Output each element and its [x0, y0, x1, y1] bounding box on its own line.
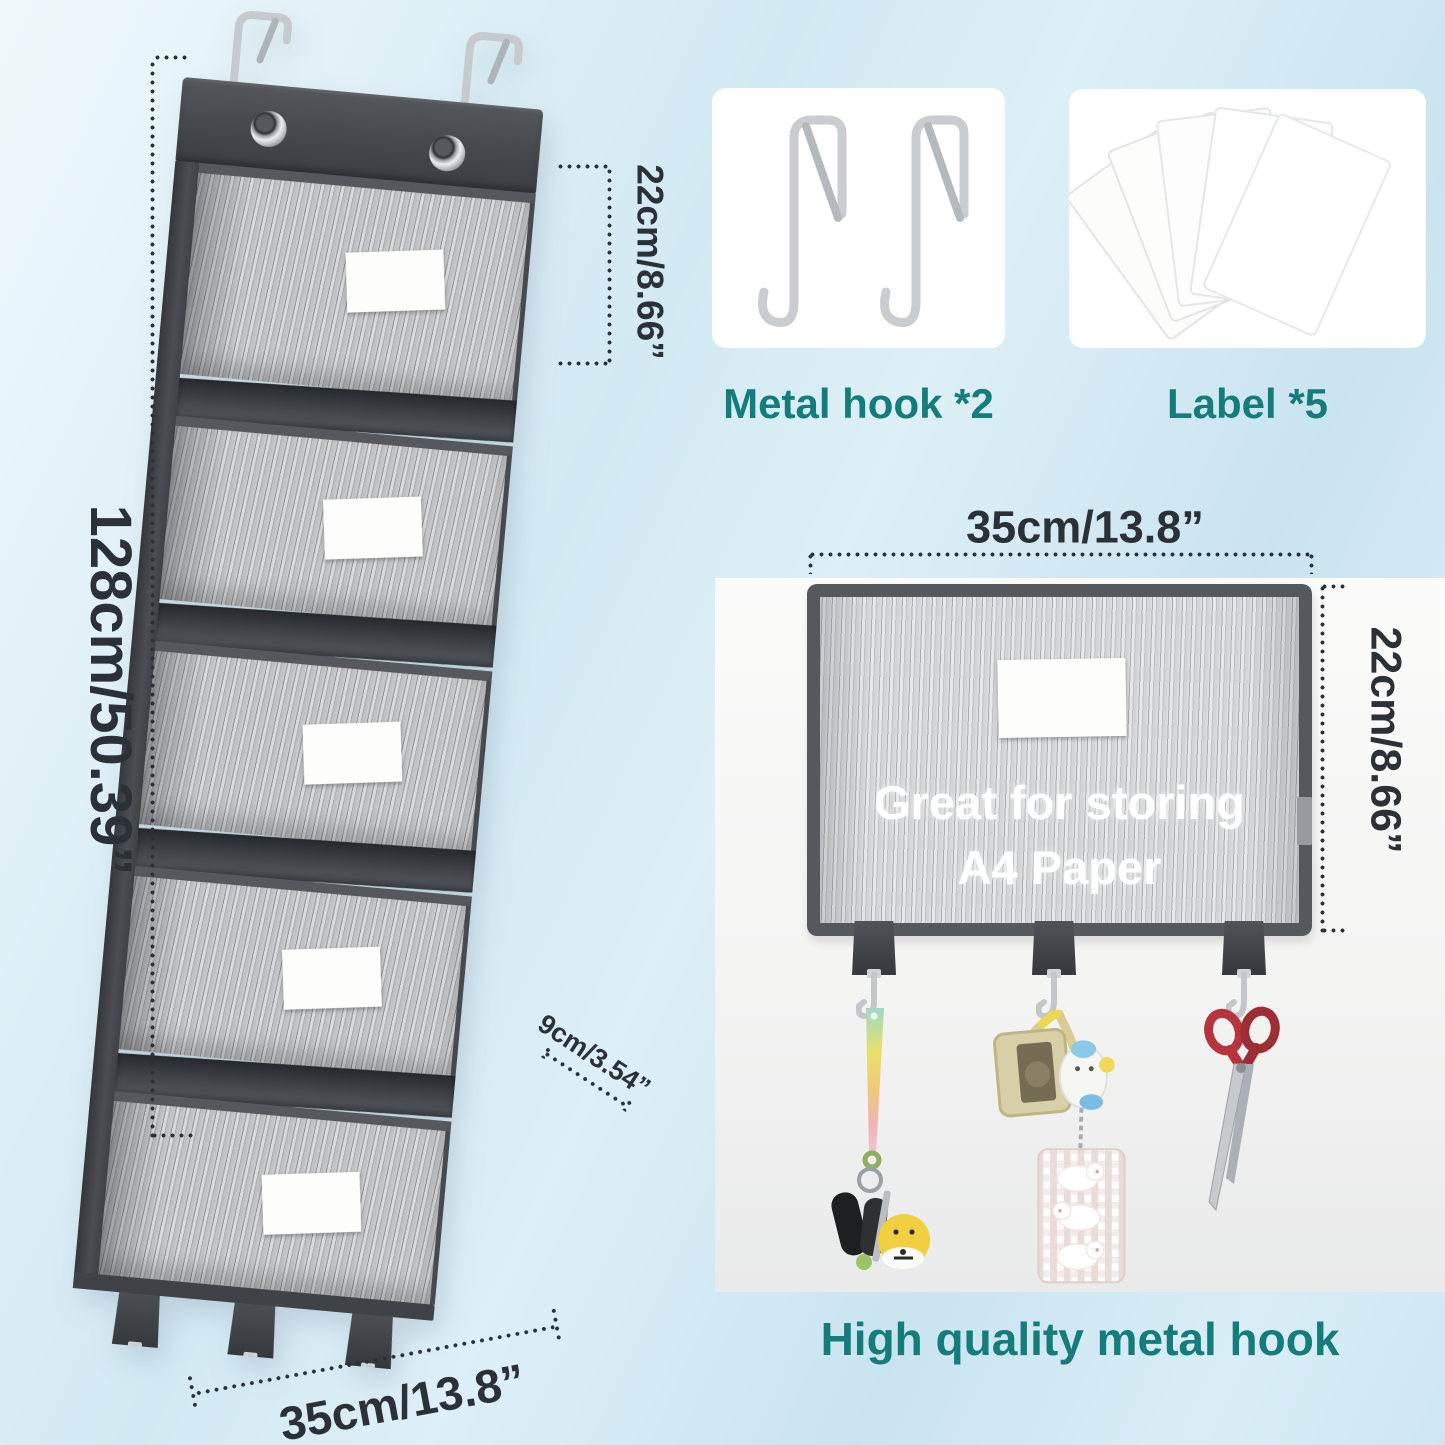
pocket-front	[118, 865, 472, 1080]
dimension-label-pocket-height: 22cm/8.66”	[629, 164, 671, 360]
dimension-tick	[556, 164, 612, 169]
panel-width-line	[808, 552, 1314, 557]
dimension-tick	[808, 552, 813, 574]
dimension-tick	[1320, 584, 1348, 589]
scissors-icon	[1204, 1006, 1280, 1212]
organizer-pocket	[139, 599, 497, 855]
organizer-pocket	[118, 824, 477, 1080]
brand-tag	[1297, 797, 1312, 845]
dimension-tick	[150, 1133, 196, 1138]
grommet-icon	[427, 133, 467, 173]
hook-tab	[852, 921, 896, 975]
pocket-label-card	[261, 1171, 361, 1235]
dimension-tick	[556, 361, 612, 366]
panel-width-label: 35cm/13.8”	[966, 501, 1204, 553]
dimension-tick	[153, 55, 191, 60]
hook-tab	[227, 1301, 278, 1359]
single-pocket-panel: Great for storing A4 Paper	[807, 584, 1312, 936]
organizer-pocket	[159, 374, 518, 630]
grommet-icon	[249, 109, 289, 149]
metal-hooks-icon	[758, 115, 969, 328]
panel-height-line	[1320, 584, 1325, 933]
hook-tab	[1222, 921, 1266, 975]
label-cards-icon	[1066, 106, 1391, 340]
pocket-front	[139, 640, 493, 855]
organizer-pocket	[180, 162, 536, 405]
metal-hook-count-label: Metal hook *2	[723, 380, 994, 427]
pocket-label-card	[302, 721, 402, 785]
door-organizer	[72, 11, 544, 1321]
pocket-label-card	[997, 657, 1127, 739]
kit-box-metal-hooks	[712, 88, 1005, 348]
metal-j-hook-icon	[112, 1340, 153, 1401]
label-count-label: Label *5	[1166, 380, 1329, 427]
metal-j-hook-icon	[856, 969, 881, 1020]
panel-overlay-text-line2: A4 Paper	[957, 841, 1162, 894]
dimension-tick	[1309, 552, 1314, 574]
keychain-card-icon	[993, 1010, 1126, 1284]
over-door-hook-icon	[227, 11, 292, 106]
hook-tab	[112, 1290, 163, 1348]
keychain-strap-icon	[831, 1008, 930, 1270]
dimension-line-height	[150, 60, 155, 1138]
pocket-label-card	[281, 946, 382, 1010]
dimension-line-pocket-height	[607, 167, 612, 365]
panel-height-label: 22cm/8.66”	[1361, 626, 1410, 854]
panel-overlay-text-line1: Great for storing	[874, 776, 1245, 829]
dimension-label-height: 128cm/50.39”	[78, 504, 143, 876]
hook-tab	[1032, 921, 1076, 975]
dimension-tick	[1320, 928, 1348, 933]
pocket-front	[180, 162, 536, 405]
pocket-label-card	[344, 249, 445, 313]
pocket-label-card	[322, 496, 423, 560]
over-door-hook-icon	[459, 32, 523, 127]
photo-caption: High quality metal hook	[820, 1313, 1340, 1365]
pocket-front	[159, 415, 513, 630]
kit-box-labels	[1066, 89, 1426, 348]
